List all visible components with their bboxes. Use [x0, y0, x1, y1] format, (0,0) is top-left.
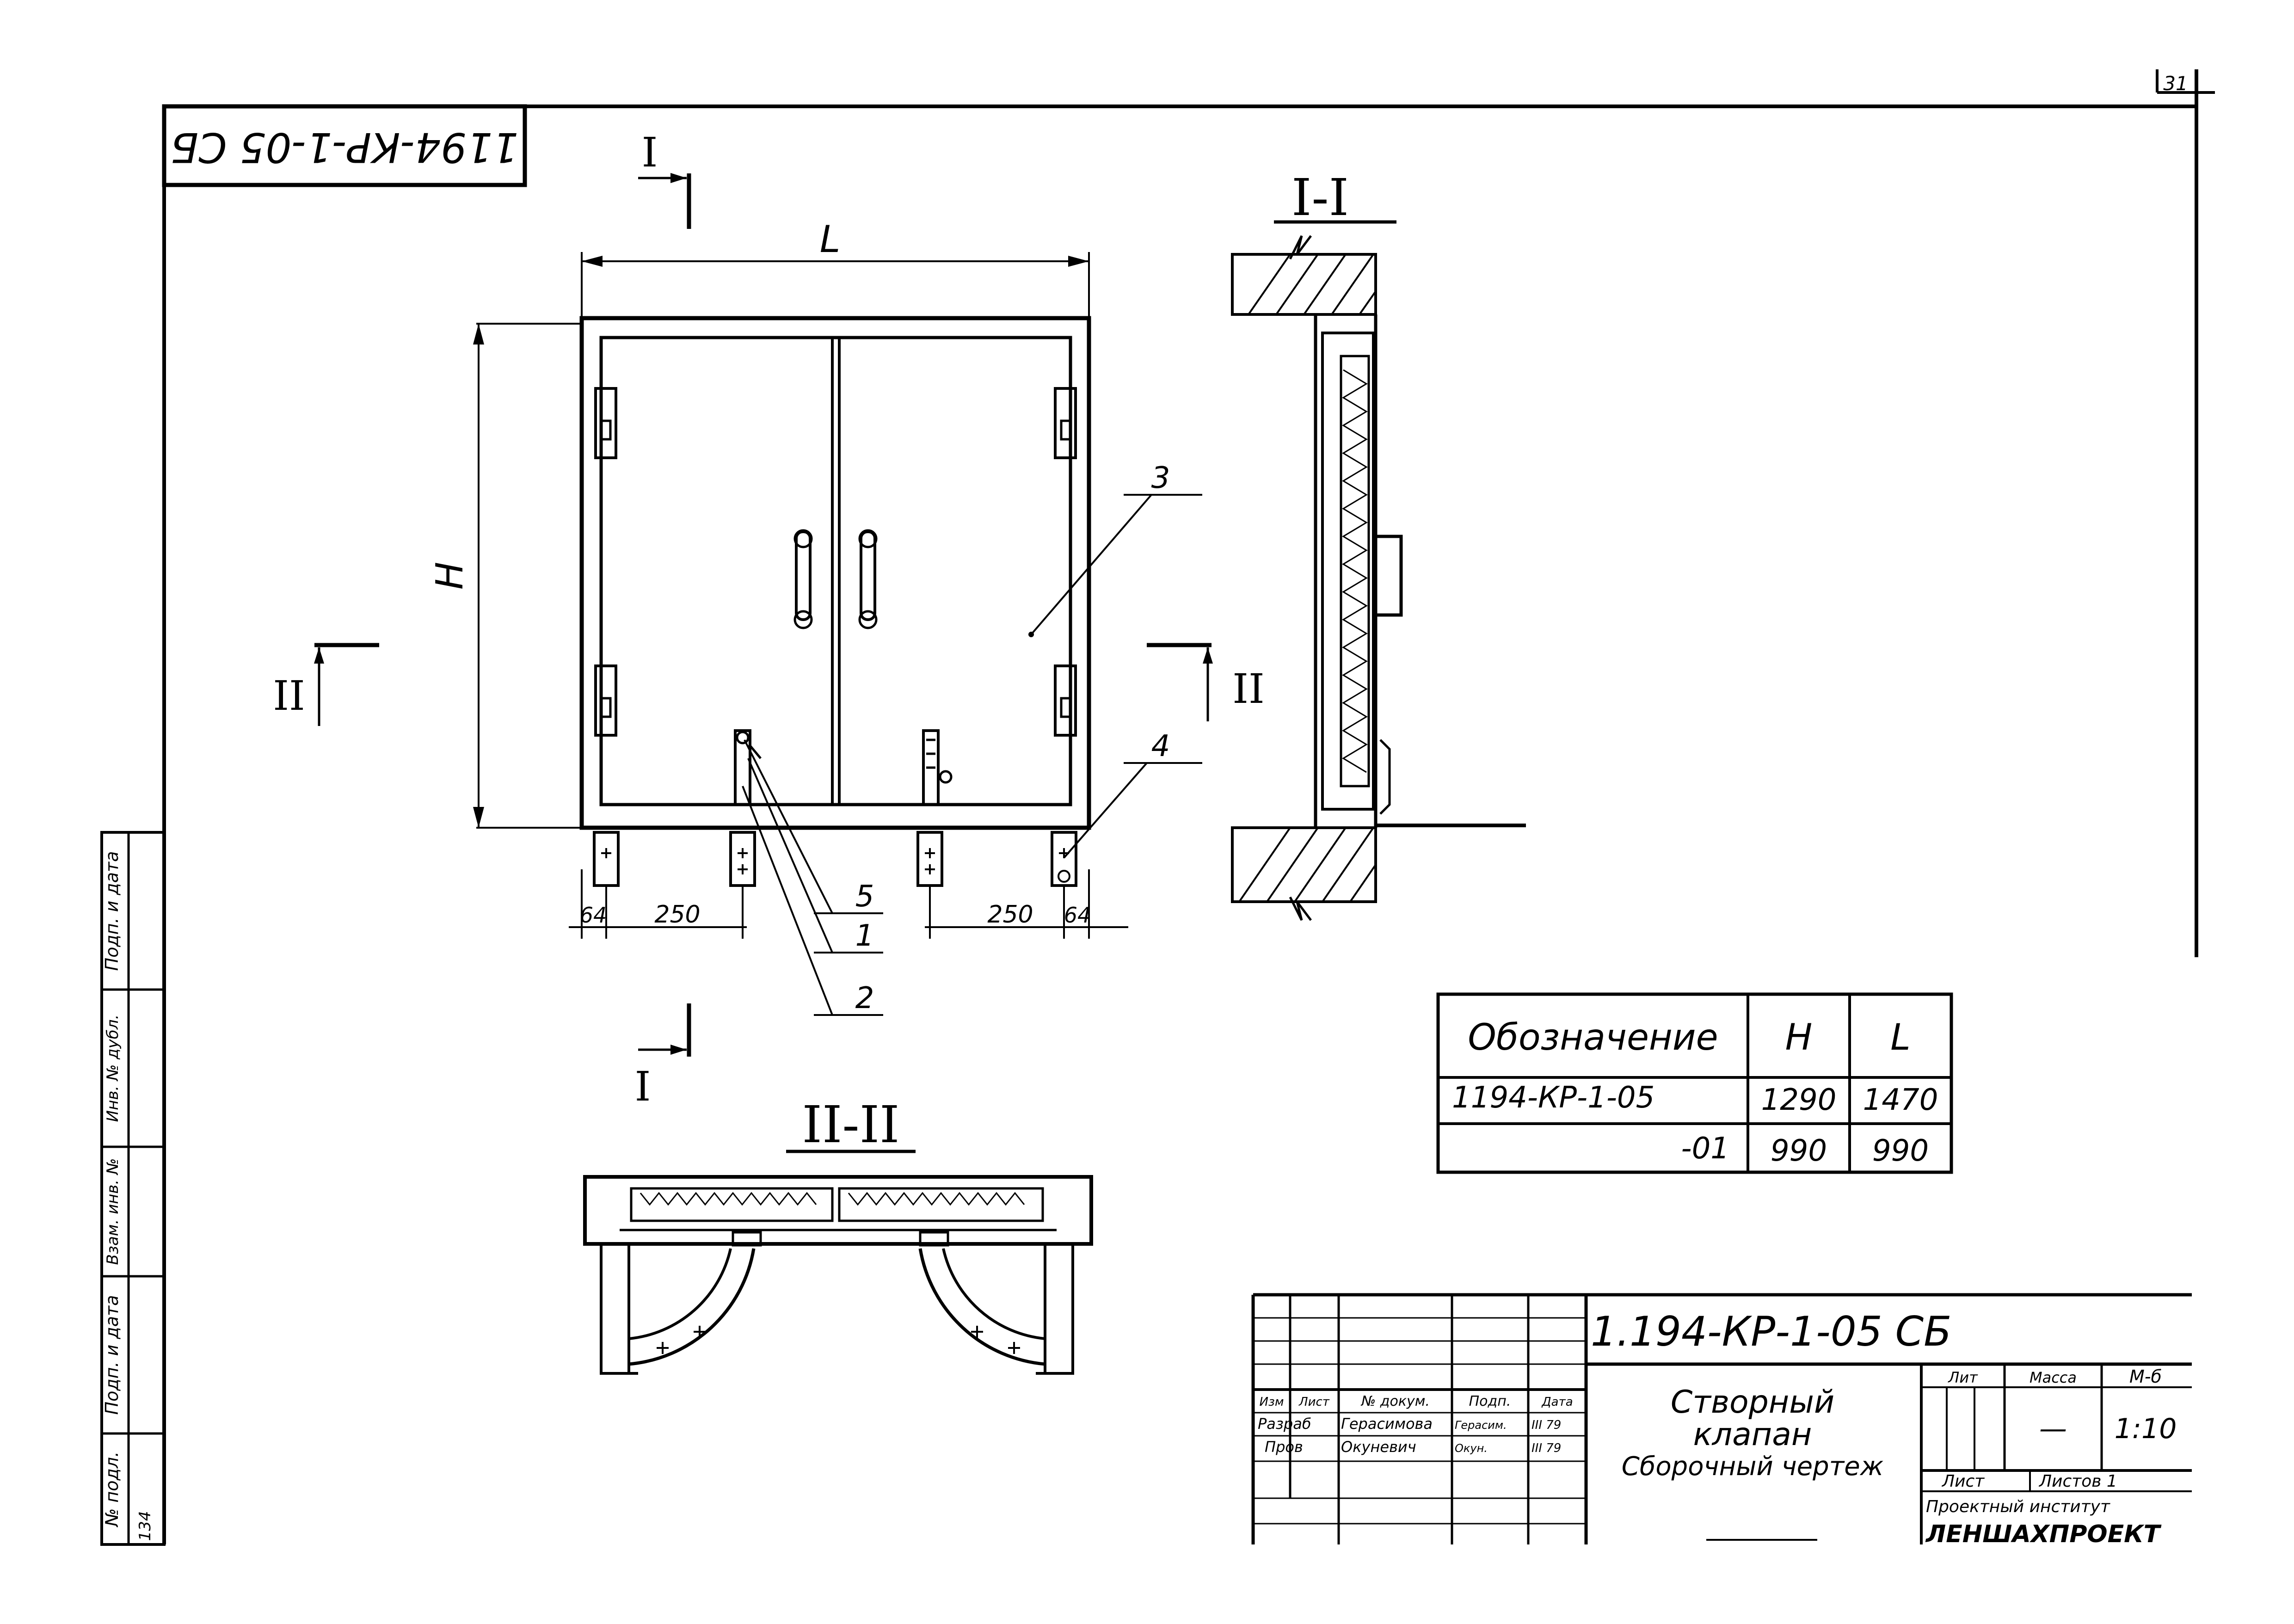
side-stamp-label: Подп. и дата: [102, 1295, 122, 1415]
door-handle: [793, 529, 813, 629]
title-block-header: № докум.: [1360, 1393, 1430, 1409]
title-line-3: Сборочный чертеж: [1622, 1452, 1883, 1482]
hinge: [594, 387, 617, 459]
section-marker: [638, 1003, 691, 1057]
dimension-spacing-right: 250: [987, 901, 1033, 929]
section-mark-2: II: [273, 672, 305, 720]
checker-signature: Окун.: [1455, 1442, 1488, 1455]
callout-1: 1: [855, 919, 874, 953]
table-header-l: L: [1890, 1017, 1910, 1058]
bracket: [916, 831, 943, 887]
checker-date: III 79: [1531, 1441, 1561, 1455]
sheet-number: 31: [2163, 72, 2188, 95]
side-stamp-label: Инв. № дубл.: [104, 1015, 122, 1122]
table-cell-l: 990: [1872, 1134, 1929, 1168]
role-developer: Разраб: [1258, 1415, 1311, 1433]
organization-line-1: Проектный институт: [1926, 1497, 2110, 1516]
developer-date: III 79: [1531, 1418, 1561, 1432]
section-ii-ii: [583, 1175, 1093, 1375]
mass-label: Масса: [2030, 1369, 2077, 1386]
title-block-header: Изм: [1260, 1395, 1284, 1409]
door-handle: [858, 529, 878, 629]
table-cell-h: 990: [1771, 1134, 1827, 1168]
bracket: [593, 831, 620, 887]
title-block-header: Дата: [1541, 1395, 1573, 1409]
checker-name: Окуневич: [1341, 1438, 1416, 1456]
dimension-height-symbol: H: [428, 562, 471, 590]
callout-leaders: [742, 494, 1202, 1016]
section-mark-1: I: [635, 1063, 651, 1110]
bracket: [729, 831, 756, 887]
callout-2: 2: [855, 981, 874, 1015]
side-stamp-value: 134: [136, 1511, 154, 1541]
section-mark-1: I: [642, 129, 658, 176]
side-stamp-label: № подл.: [102, 1452, 122, 1527]
table-cell-h: 1290: [1761, 1083, 1837, 1117]
scale-label: М-б: [2129, 1366, 2162, 1387]
side-stamp-label: Взам. инв. №: [104, 1158, 122, 1265]
title-line-2: клапан: [1693, 1416, 1812, 1453]
document-code: 1.194-КР-1-05 СБ: [1591, 1308, 1951, 1355]
variants-table: [1436, 992, 1953, 1174]
section-title-2: II-II: [802, 1095, 900, 1154]
table-header-designation: Обозначение: [1468, 1017, 1718, 1058]
title-block: [1251, 1293, 2192, 1544]
dimension-spacing-left: 250: [654, 901, 700, 929]
latch: [922, 729, 953, 806]
sheets-label: Листов 1: [2038, 1472, 2117, 1491]
section-title-1: I-I: [1292, 168, 1349, 227]
developer-name: Герасимова: [1341, 1415, 1433, 1433]
section-marker: [638, 173, 691, 229]
callout-5: 5: [855, 880, 874, 914]
lit-label: Лит: [1948, 1369, 1978, 1386]
hinge: [1054, 387, 1077, 459]
dimension-offset-right: 64: [1064, 903, 1091, 928]
table-header-h: H: [1785, 1017, 1813, 1058]
stamp-box: 1194-КР-1-05 СБ: [162, 104, 527, 187]
section-marker: [1147, 643, 1213, 721]
callout-4: 4: [1151, 729, 1170, 763]
title-block-header: Лист: [1298, 1395, 1330, 1409]
dimension-offset-left: 64: [580, 903, 607, 928]
hinge: [594, 664, 617, 737]
organization-line-2: ЛЕНШАХПРОЕКТ: [1925, 1520, 2162, 1548]
title-line-1: Створный: [1671, 1384, 1834, 1421]
hinge: [1054, 664, 1077, 737]
role-checker: Пров: [1265, 1438, 1303, 1456]
section-mark-2: II: [1232, 665, 1265, 713]
developer-signature: Герасим.: [1455, 1419, 1507, 1432]
table-cell-l: 1470: [1863, 1083, 1938, 1117]
front-view: [579, 316, 1091, 887]
scale-value: 1:10: [2115, 1413, 2177, 1445]
title-block-header: Подп.: [1469, 1393, 1511, 1409]
section-i-i: [1231, 235, 1526, 921]
mass-value: —: [2039, 1413, 2067, 1445]
bracket: [1051, 831, 1077, 887]
sheet-label: Лист: [1941, 1472, 1985, 1491]
stamp-code: 1194-КР-1-05 СБ: [171, 123, 519, 171]
side-stamp: Подп. и дата Инв. № дубл. Взам. инв. № П…: [100, 831, 166, 1546]
table-cell-designation: -01: [1681, 1132, 1729, 1166]
side-stamp-label: Подп. и дата: [102, 851, 122, 971]
section-marker: [314, 643, 379, 726]
table-cell-designation: 1194-КР-1-05: [1452, 1081, 1654, 1115]
dimension-width-symbol: L: [820, 218, 841, 261]
dimension-lines: [473, 252, 1128, 939]
callout-3: 3: [1151, 461, 1170, 495]
latch: [734, 729, 762, 806]
